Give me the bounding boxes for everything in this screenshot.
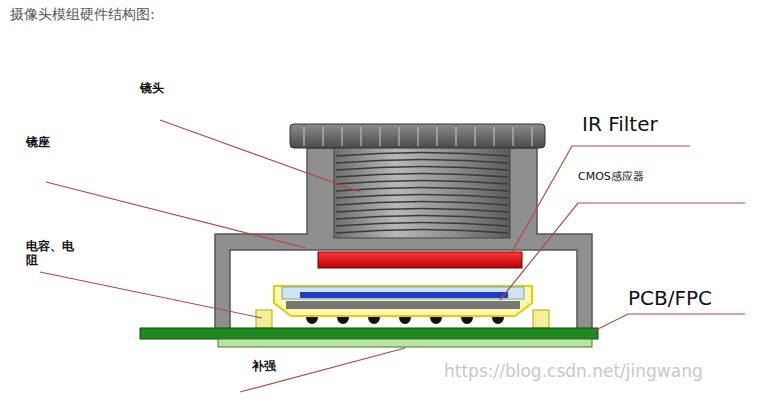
solder-bump <box>430 317 442 324</box>
solder-bump <box>368 317 380 324</box>
knurl-line <box>436 127 437 146</box>
knurl-line <box>341 127 342 146</box>
leader-lines <box>40 120 745 392</box>
thread-line <box>336 223 508 227</box>
thread-line <box>336 181 508 185</box>
pcb-board <box>140 328 598 339</box>
cmos-glass <box>282 287 524 299</box>
leader-line <box>240 348 405 392</box>
solder-bump <box>399 317 411 324</box>
leader-line <box>500 203 745 300</box>
solder-bump <box>461 317 473 324</box>
thread-line <box>336 202 508 206</box>
ir-filter <box>318 252 522 268</box>
lens-threads <box>336 153 508 234</box>
solder-bumps <box>306 317 504 324</box>
solder-bump <box>337 317 349 324</box>
knurl-line <box>417 127 418 146</box>
knurl-line <box>493 127 494 146</box>
leader-line <box>46 182 306 248</box>
cmos-package-outline <box>274 286 532 316</box>
leader-line <box>40 272 262 318</box>
knurl-line <box>322 127 323 146</box>
knurl-line <box>360 127 361 146</box>
knurl-line <box>398 127 399 146</box>
thread-line <box>336 160 508 164</box>
leader-line <box>512 146 690 252</box>
knurl-line <box>512 127 513 146</box>
thread-line <box>336 195 508 199</box>
knurl-line <box>474 127 475 146</box>
thread-line <box>336 188 508 192</box>
capacitor-right <box>533 310 549 328</box>
part-label: 镜头 <box>140 82 164 96</box>
stiffener <box>218 339 592 347</box>
thread-line <box>336 174 508 178</box>
solder-bump <box>306 317 318 324</box>
leader-line <box>592 314 745 332</box>
knurl-line <box>303 127 304 146</box>
part-label: 补强 <box>252 360 276 374</box>
lens-cap-knurl <box>304 127 532 146</box>
part-label: PCB/FPC <box>628 287 712 310</box>
watermark: https://blog.csdn.net/jingwang <box>444 362 703 382</box>
leader-line <box>160 120 360 192</box>
capacitor-left <box>256 310 272 328</box>
cmos-die <box>300 292 508 298</box>
part-label: 镜座 <box>26 136 50 150</box>
thread-line <box>336 209 508 213</box>
thread-line <box>336 153 508 157</box>
thread-line <box>336 216 508 220</box>
solder-bump <box>492 317 504 324</box>
part-label: IR Filter <box>582 113 658 136</box>
lens-cap <box>290 124 545 148</box>
thread-line <box>336 230 508 234</box>
knurl-line <box>531 127 532 146</box>
lens-barrel <box>334 146 510 238</box>
knurl-line <box>379 127 380 146</box>
thread-line <box>336 167 508 171</box>
part-label: 电容、电阻 <box>26 240 78 268</box>
cmos-substrate <box>286 301 520 309</box>
knurl-line <box>455 127 456 146</box>
diagram-title: 摄像头模组硬件结构图: <box>10 6 155 22</box>
part-label: CMOS感应器 <box>578 171 644 184</box>
